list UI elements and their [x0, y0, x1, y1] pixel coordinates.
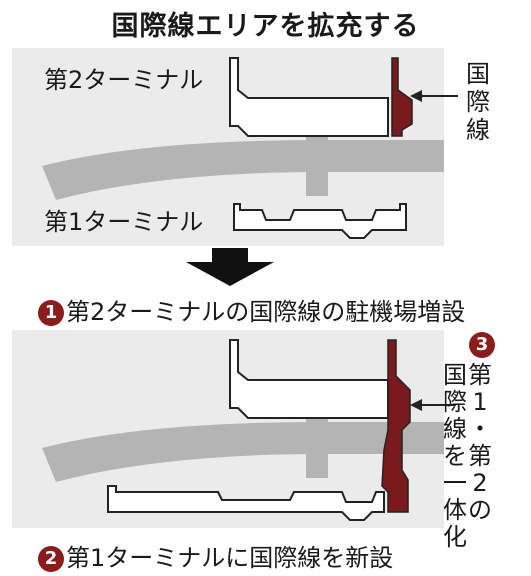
international-pointer-arrow [410, 90, 458, 102]
runway [42, 140, 444, 200]
terminal2-building [229, 57, 389, 137]
terminal1-building [233, 203, 407, 239]
terminal1-label: 第1ターミナル [44, 208, 204, 236]
step2-text: 第1ターミナルに国際線を新設 [66, 544, 394, 572]
unified-international-area [381, 339, 411, 513]
page-title: 国際線エリアを拡充する [111, 11, 420, 42]
expanded-layout-panel [12, 330, 444, 528]
step3-text-col2: 国 際 線 を 一 体 化 [443, 361, 467, 551]
step3-pointer-arrow [410, 399, 456, 411]
step1-number-badge: 1 [38, 300, 64, 326]
step2-number-badge: 2 [38, 546, 64, 572]
expanded-layout-diagram [42, 339, 444, 521]
current-layout-panel: 第2ターミナル 第1ターミナル [12, 48, 444, 246]
terminal2-label: 第2ターミナル [44, 66, 204, 94]
terminal2-building [229, 339, 389, 419]
transition-arrow-icon [186, 248, 274, 286]
step3-number-badge: 3 [469, 332, 495, 358]
terminal2-international-area [391, 57, 413, 137]
current-layout-diagram [42, 57, 444, 239]
step1-text: 第2ターミナルの国際線の駐機場増設 [66, 298, 466, 326]
terminal1-building [107, 485, 385, 521]
runway [42, 422, 444, 482]
international-label-vertical: 国 際 線 [466, 60, 490, 144]
step3-text-col1: 第 1 ・ 第 2 の [468, 361, 492, 524]
